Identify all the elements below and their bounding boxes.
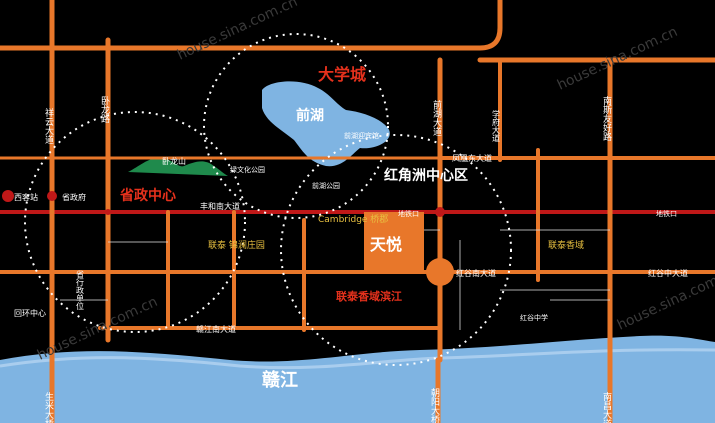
place-huanqiu-center: 回环中心 bbox=[14, 308, 46, 318]
radius-circles bbox=[24, 33, 512, 366]
place-subway: 地铁口 bbox=[398, 209, 419, 218]
road-fenghe-south: 丰和南大道 bbox=[200, 201, 240, 211]
qianhu-lake bbox=[262, 81, 390, 167]
place-xichang-station: 西客站 bbox=[14, 192, 38, 202]
watermark-1: house.sina.com.cn bbox=[175, 0, 300, 64]
place-subway-2: 地铁口 bbox=[656, 209, 677, 218]
district-qianhu-lake: 前湖 bbox=[296, 107, 324, 124]
road-gangjiang-south: 赣江南大道 bbox=[196, 324, 236, 334]
district-provincial-center: 省政中心 bbox=[119, 187, 176, 204]
tianyue-block bbox=[364, 212, 424, 272]
road-shengmi: 生米大桥 bbox=[43, 391, 54, 423]
road-nanxi: 南昌大道 bbox=[601, 391, 612, 423]
project-jinyue: 联泰 锦澜庄园 bbox=[208, 239, 265, 251]
project-marker bbox=[426, 258, 454, 286]
place-shenghuo: 前湖迎宾馆 bbox=[344, 131, 379, 140]
ganjiang-river bbox=[0, 335, 715, 423]
road-chaoyang: 朝阳大桥 bbox=[429, 388, 440, 423]
metro-stations bbox=[2, 190, 445, 217]
road-xueshi: 学府大道 bbox=[492, 109, 501, 143]
road-xiangyun: 祥云大道 bbox=[43, 107, 54, 145]
road-nansi-you: 南斯友好路 bbox=[601, 95, 612, 142]
wolong-mountain bbox=[128, 157, 228, 176]
project-cambridge: Cambridge 桥郡 bbox=[318, 213, 388, 225]
project-xiangyu: 联泰香域 bbox=[548, 239, 584, 251]
road-fenghuang-east: 凤凰东大道 bbox=[452, 153, 492, 163]
district-university-city: 大学城 bbox=[318, 65, 366, 84]
road-hongjiaozhou-ring: 红谷南大道 bbox=[456, 268, 496, 278]
project-lianfa-xinyue: 联泰香域滨江 bbox=[336, 289, 402, 303]
road-honggu-middle: 红谷中大道 bbox=[648, 268, 688, 278]
place-provincial-gov: 省政府 bbox=[62, 192, 86, 202]
place-wolong-park: 绿文化公园 bbox=[230, 165, 265, 174]
place-east-school: 红谷中学 bbox=[520, 313, 548, 322]
place-qianhu-park: 前湖公园 bbox=[312, 181, 340, 190]
road-qianhu: 前湖大道 bbox=[431, 99, 442, 137]
district-hongjiaozhou: 红角洲中心区 bbox=[384, 167, 468, 184]
river-highlight bbox=[0, 348, 715, 370]
project-tianyue: 天悦 bbox=[370, 235, 402, 254]
river-ganjiang: 赣江 bbox=[262, 369, 298, 391]
district-wolong-mountain: 卧龙山 bbox=[162, 156, 186, 166]
place-provincial-unit: 省行政单位 bbox=[76, 269, 85, 310]
road-wolong: 卧龙路 bbox=[99, 95, 110, 124]
